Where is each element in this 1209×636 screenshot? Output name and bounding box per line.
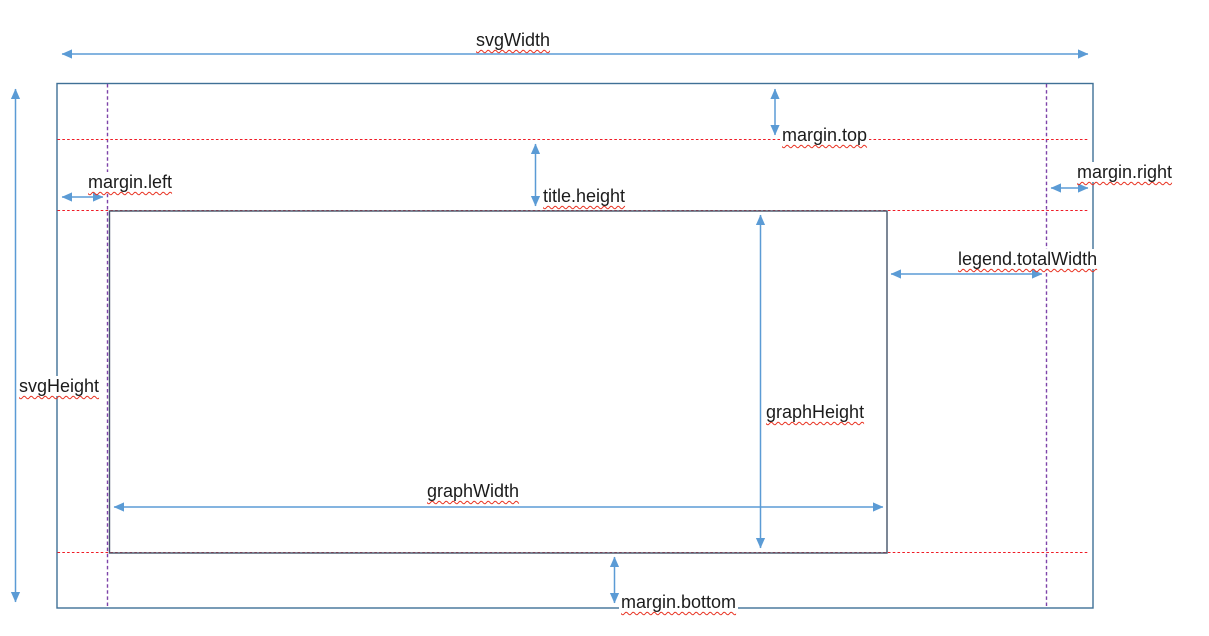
margin-left-label: margin.left: [86, 172, 175, 192]
graph-height-label: graphHeight: [764, 402, 867, 422]
margin-top-label: margin.top: [780, 125, 870, 145]
margin-bottom-label: margin.bottom: [619, 592, 739, 612]
graph-area-rect: [108, 210, 888, 554]
margin-right-label: margin.right: [1075, 162, 1175, 182]
svg-height-label: svgHeight: [17, 376, 102, 396]
svg-width-label: svgWidth: [474, 30, 553, 50]
title-height-label: title.height: [541, 186, 628, 206]
svg-boundary-rect: [56, 82, 1094, 609]
graph-width-label: graphWidth: [425, 481, 522, 501]
legend-total-width-label: legend.totalWidth: [956, 249, 1100, 269]
